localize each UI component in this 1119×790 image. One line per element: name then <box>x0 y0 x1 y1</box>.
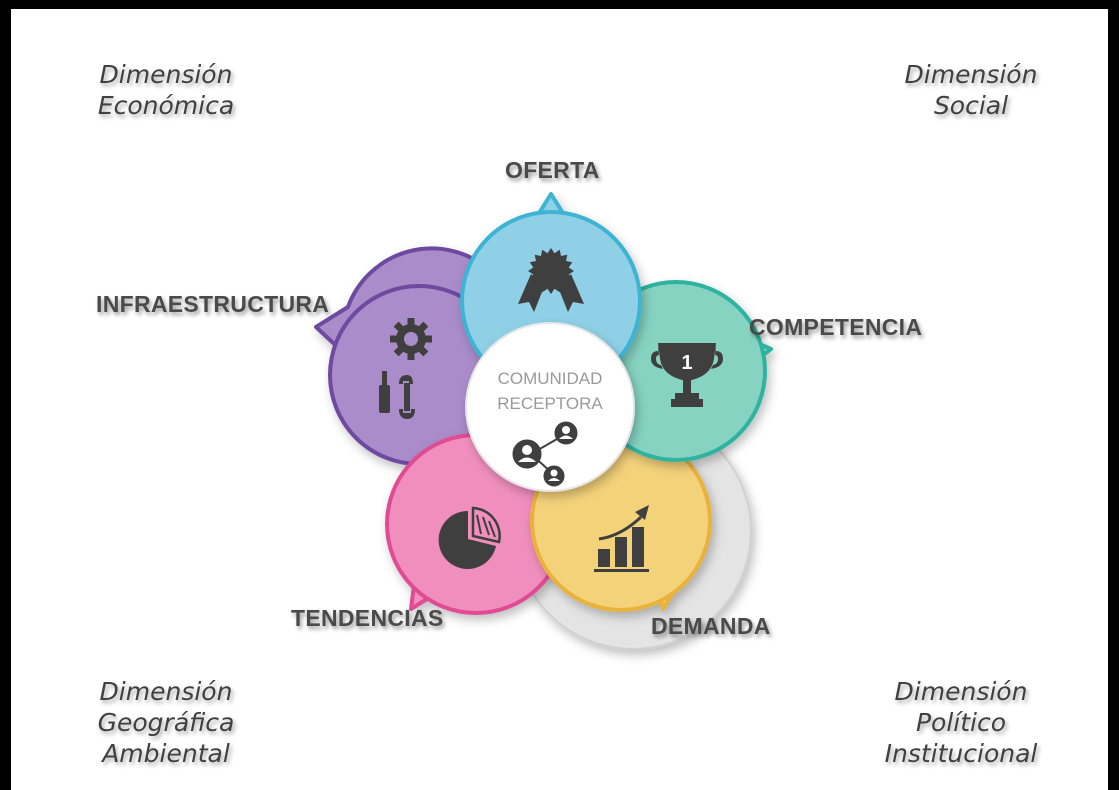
dimension-politico-institucional: Dimensión Político Institucional <box>884 677 1038 768</box>
community-people-icon <box>512 421 578 487</box>
trophy-number: 1 <box>681 352 692 374</box>
diagram-frame: Dimensión Económica Dimensión Social Dim… <box>11 9 1108 790</box>
label-tendencias: TENDENCIAS <box>291 605 444 631</box>
dimension-geografica-ambiental: Dimensión Geográfica Ambiental <box>97 677 235 768</box>
growth-chart-icon <box>594 505 649 572</box>
label-competencia: COMPETENCIA <box>749 314 923 340</box>
label-oferta: OFERTA <box>505 157 600 183</box>
center-circle <box>465 322 635 492</box>
center-line2: RECEPTORA <box>497 394 603 413</box>
dimension-social: Dimensión Social <box>904 60 1038 120</box>
trophy-icon: 1 <box>651 343 723 407</box>
label-infraestructura: INFRAESTRUCTURA <box>96 291 330 317</box>
petal-diagram: COMUNIDAD RECEPTORA <box>314 192 773 650</box>
dimension-economica: Dimensión Económica <box>97 60 235 120</box>
award-badge-icon <box>518 248 584 312</box>
tools-icon <box>379 318 432 419</box>
center-line1: COMUNIDAD <box>498 369 603 388</box>
pie-chart-icon <box>438 506 501 569</box>
label-demanda: DEMANDA <box>651 613 771 639</box>
